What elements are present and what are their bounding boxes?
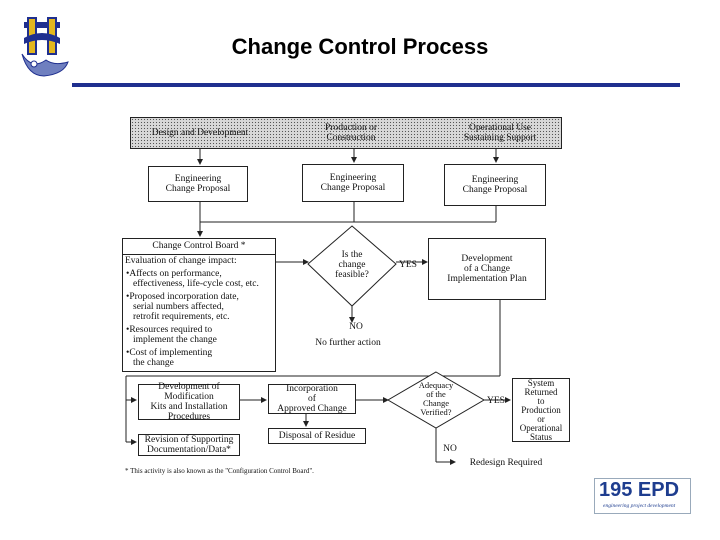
epd-logo-subtext: engineering project development [603, 503, 676, 509]
ecp-label: Engineering Change Proposal [462, 175, 528, 195]
phase-design-development: Design and Development [151, 128, 249, 138]
no-label-feasible: NO [349, 322, 363, 332]
ecp-box-operational: Engineering Change Proposal [444, 164, 546, 206]
ecp-label: Engineering Change Proposal [165, 174, 231, 194]
ccb-item: Proposed incorporation date, serial numb… [125, 292, 275, 322]
incorporation-box: Incorporation of Approved Change [268, 384, 356, 414]
phase-operational-use: Operational Use Sustaining Support [463, 123, 537, 143]
ecp-box-production: Engineering Change Proposal [302, 164, 404, 202]
change-implementation-plan-label: Development of a Change Implementation P… [447, 254, 527, 284]
decision-adequacy-label: Adequacy of the Change Verified? [418, 380, 454, 417]
incorporation-label: Incorporation of Approved Change [277, 384, 347, 414]
redesign-required: Redesign Required [469, 458, 543, 468]
revision-label: Revision of Supporting Documentation/Dat… [144, 435, 234, 455]
modification-kits-label: Development of Modification Kits and Ins… [150, 382, 228, 422]
phase-production-construction: Production or Construction [325, 123, 377, 143]
yes-label-adequacy: YES [487, 396, 505, 406]
university-logo-icon [21, 17, 69, 77]
ccb-evaluation-list: Evaluation of change impact: Affects on … [125, 256, 275, 371]
revision-box: Revision of Supporting Documentation/Dat… [138, 434, 240, 456]
yes-label-feasible: YES [399, 260, 417, 270]
system-returned-box: System Returned to Production or Operati… [512, 378, 570, 442]
ecp-label: Engineering Change Proposal [320, 173, 386, 193]
slide-title: Change Control Process [231, 34, 489, 59]
decision-feasible-label: Is the change feasible? [335, 250, 369, 280]
ccb-item: Affects on performance, effectiveness, l… [125, 269, 275, 289]
phase-bar [130, 117, 562, 149]
ecp-box-design: Engineering Change Proposal [148, 166, 248, 202]
system-returned-label: System Returned to Production or Operati… [519, 377, 563, 442]
no-label-adequacy: NO [443, 444, 457, 454]
footnote: * This activity is also known as the "Co… [125, 467, 314, 475]
ccb-item: Resources required to implement the chan… [125, 325, 275, 345]
title-rule [72, 83, 680, 87]
change-implementation-plan-box: Development of a Change Implementation P… [428, 238, 546, 300]
ccb-evaluation-heading: Evaluation of change impact: [125, 256, 237, 266]
ccb-title: Change Control Board * [122, 241, 276, 255]
modification-kits-box: Development of Modification Kits and Ins… [138, 382, 240, 422]
ccb-item: Cost of implementing the change [125, 348, 275, 368]
epd-logo: 195 EPD engineering project development [594, 478, 691, 514]
no-further-action: No further action [315, 338, 381, 348]
disposal-box: Disposal of Residue [268, 428, 366, 444]
epd-logo-text: 195 EPD [599, 479, 680, 501]
disposal-label: Disposal of Residue [278, 431, 356, 441]
